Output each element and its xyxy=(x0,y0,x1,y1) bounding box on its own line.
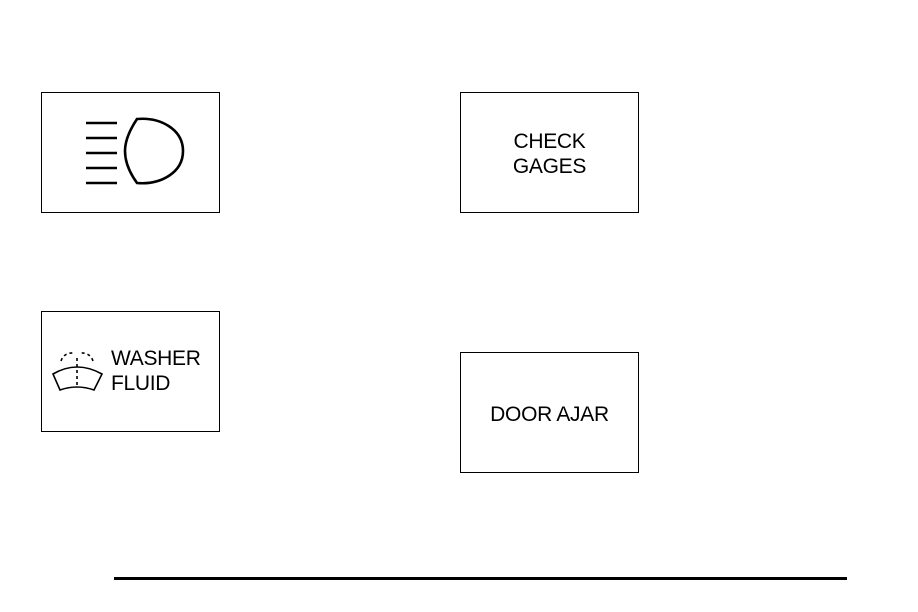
washer-fluid-line-1: WASHER xyxy=(111,346,201,371)
door-ajar-label: DOOR AJAR xyxy=(461,402,638,427)
washer-fluid-line-2: FLUID xyxy=(111,371,201,396)
door-ajar-indicator-panel: DOOR AJAR xyxy=(460,352,639,473)
check-gages-line-2: GAGES xyxy=(461,154,638,179)
check-gages-indicator-panel: CHECK GAGES xyxy=(460,92,639,213)
check-gages-line-1: CHECK xyxy=(461,129,638,154)
washer-fluid-label: WASHER FLUID xyxy=(111,346,201,396)
washer-fluid-indicator-panel: WASHER FLUID xyxy=(41,311,220,432)
high-beam-indicator-panel xyxy=(41,92,220,213)
high-beam-headlamp-icon xyxy=(42,93,221,214)
check-gages-label: CHECK GAGES xyxy=(461,129,638,179)
bottom-divider-rule xyxy=(114,577,847,580)
